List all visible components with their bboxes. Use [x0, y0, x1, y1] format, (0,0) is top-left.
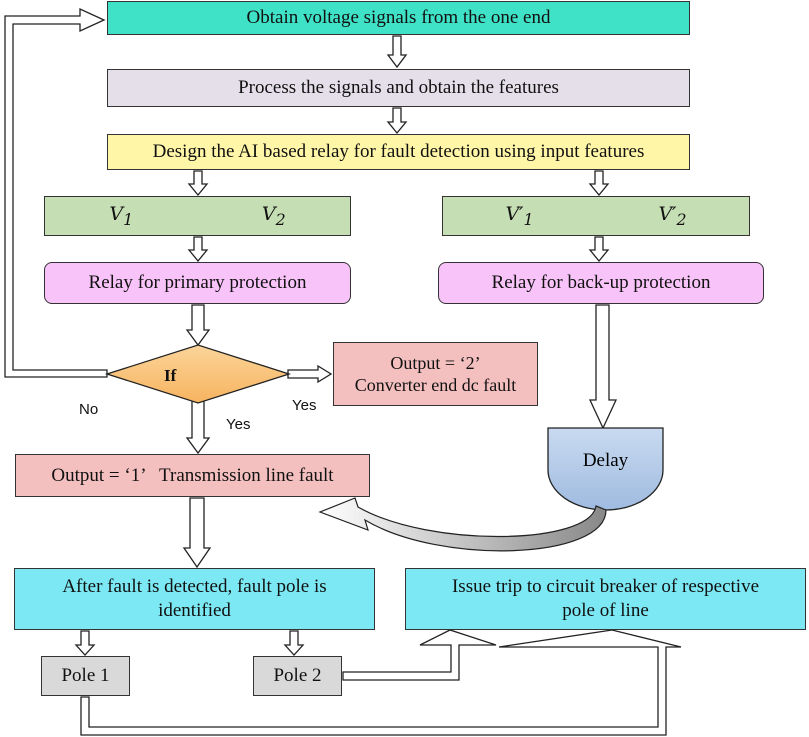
output1-box: Output = ‘1’ Transmission line fault	[15, 454, 370, 497]
arrow-obtain-to-process	[386, 35, 408, 69]
yes-right-label: Yes	[292, 397, 317, 414]
obtain-signals-box: Obtain voltage signals from the one end	[107, 1, 690, 35]
issue-trip-box: Issue trip to circuit breaker of respect…	[405, 568, 806, 630]
delay-to-output1-curve	[318, 497, 607, 552]
arrow-backup-to-delay	[588, 304, 618, 430]
fault-pole-identified-box: After fault is detected, fault pole is i…	[14, 568, 375, 630]
fault-pole-line2: identified	[158, 600, 231, 621]
arrow-design-to-features-left	[187, 170, 209, 197]
arrow-decision-to-output1	[185, 399, 211, 455]
no-label: No	[79, 401, 99, 418]
pole1-box: Pole 1	[41, 656, 130, 696]
fault-pole-line1: After fault is detected, fault pole is	[62, 576, 327, 598]
arrow-features-to-backup	[588, 236, 610, 263]
decision-text: If	[164, 366, 177, 385]
vprime2-label: V′2	[658, 202, 687, 229]
vprime1-label: V′1	[505, 202, 534, 229]
output2-value: Output = ‘2’	[390, 352, 481, 373]
obtain-signals-text: Obtain voltage signals from the one end	[246, 7, 551, 29]
output2-box: Output = ‘2’ Converter end dc fault	[333, 342, 538, 406]
backup-relay-text: Relay for back-up protection	[491, 272, 711, 294]
primary-relay-box: Relay for primary protection	[44, 262, 351, 304]
backup-features-box: V′1 V′2	[442, 196, 750, 236]
arrow-decision-to-output2	[287, 364, 333, 384]
v1-label: V1	[109, 202, 134, 229]
pole1-text: Pole 1	[61, 665, 110, 687]
process-signals-box: Process the signals and obtain the featu…	[107, 69, 690, 107]
arrow-features-to-primary	[187, 236, 209, 263]
design-relay-box: Design the AI based relay for fault dete…	[107, 134, 690, 170]
delay-shape	[547, 427, 664, 511]
pole2-box: Pole 2	[253, 656, 342, 696]
delay-text: Delay	[582, 450, 629, 471]
arrow-process-to-design	[386, 107, 408, 135]
v2-label: V2	[261, 202, 286, 229]
output2-description: Converter end dc fault	[354, 375, 517, 395]
feedback-loop-arrow	[4, 7, 108, 378]
output1-text: Output = ‘1’ Transmission line fault	[51, 464, 334, 486]
arrow-detected-to-pole2	[283, 630, 305, 656]
arrow-detected-to-pole1	[74, 630, 96, 656]
yes-down-label: Yes	[226, 416, 251, 433]
issue-trip-line2: pole of line	[562, 600, 649, 621]
pole2-text: Pole 2	[273, 665, 322, 687]
process-signals-text: Process the signals and obtain the featu…	[238, 77, 559, 99]
backup-relay-box: Relay for back-up protection	[438, 262, 764, 304]
primary-features-box: V1 V2	[44, 196, 351, 236]
pole1-to-trip-arrow	[80, 629, 682, 736]
arrow-output1-to-detected	[182, 497, 212, 569]
delay-block: Delay	[548, 428, 663, 510]
arrow-primary-to-decision	[185, 304, 211, 347]
decision-diamond	[104, 344, 292, 404]
issue-trip-line1: Issue trip to circuit breaker of respect…	[451, 576, 760, 598]
arrow-design-to-features-right	[588, 170, 610, 197]
design-relay-text: Design the AI based relay for fault dete…	[152, 141, 645, 163]
primary-relay-text: Relay for primary protection	[88, 272, 307, 294]
pole2-to-trip-arrow	[342, 629, 497, 681]
